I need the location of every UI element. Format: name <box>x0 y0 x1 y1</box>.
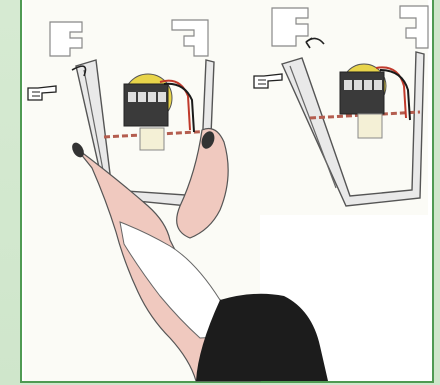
left-side-strip <box>0 0 22 385</box>
installation-illustration <box>20 0 434 383</box>
right-side-strip <box>434 0 440 385</box>
